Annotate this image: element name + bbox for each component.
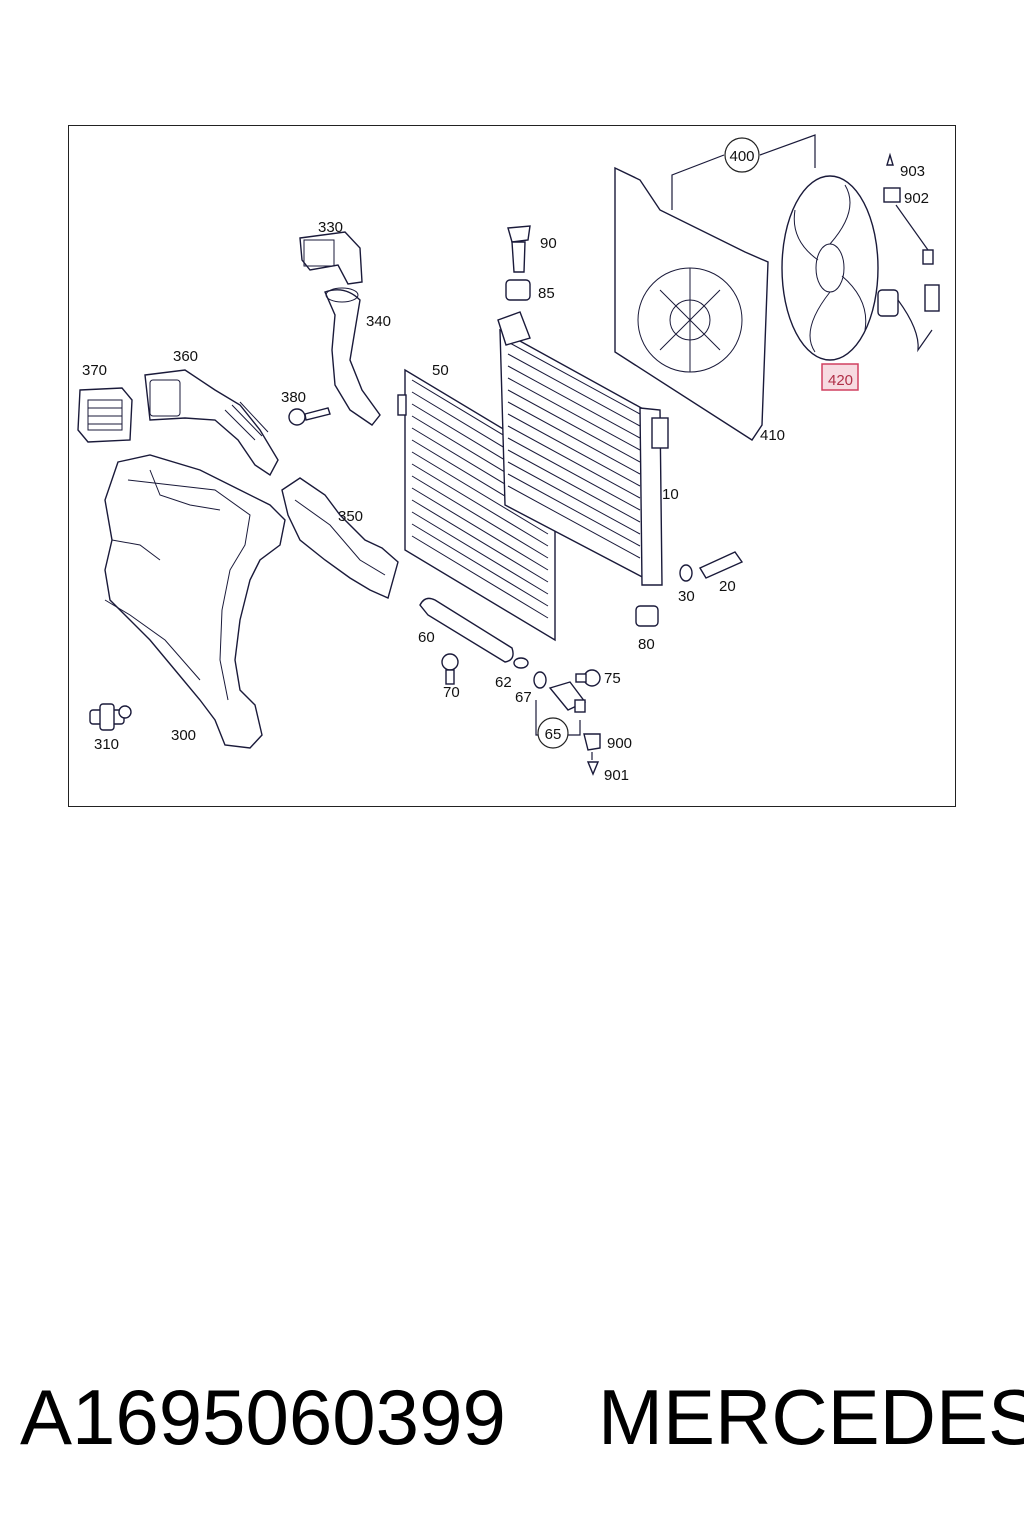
callout-70[interactable]: 70 (443, 684, 460, 701)
callout-340[interactable]: 340 (366, 313, 391, 330)
callout-360[interactable]: 360 (173, 348, 198, 365)
callout-75[interactable]: 75 (604, 670, 621, 687)
callout-330[interactable]: 330 (318, 219, 343, 236)
callout-65[interactable]: 65 (545, 726, 562, 743)
connector-900-part (583, 733, 601, 751)
callout-410[interactable]: 410 (760, 427, 785, 444)
callout-903[interactable]: 903 (900, 163, 925, 180)
pipe-340-part (324, 287, 381, 426)
callout-420[interactable]: 420 (828, 372, 853, 389)
cap-80-part (635, 605, 659, 627)
clip-90-part (507, 225, 531, 273)
bushing-85-part (505, 279, 531, 301)
callout-370[interactable]: 370 (82, 362, 107, 379)
callout-380[interactable]: 380 (281, 389, 306, 406)
highlight-box-420[interactable] (821, 363, 859, 391)
callout-80[interactable]: 80 (638, 636, 655, 653)
callout-20[interactable]: 20 (719, 578, 736, 595)
callout-circle-65 (537, 717, 569, 749)
callout-30[interactable]: 30 (678, 588, 695, 605)
dryer-60-part (419, 597, 514, 663)
callout-400[interactable]: 400 (729, 148, 754, 165)
duct-330-part (299, 231, 363, 285)
callout-900[interactable]: 900 (607, 735, 632, 752)
washer-30-part (679, 564, 693, 582)
screw-70-part (441, 653, 459, 685)
callout-50[interactable]: 50 (432, 362, 449, 379)
screw-380-part (288, 407, 331, 426)
screw-75-part (575, 669, 601, 687)
air-intake-360-part (144, 369, 279, 477)
callout-85[interactable]: 85 (538, 285, 555, 302)
pressure-switch-65-part (548, 681, 587, 713)
connector-901-part (586, 761, 600, 776)
bumper-carrier-part (104, 454, 286, 749)
fan-420-part (781, 175, 933, 361)
air-duct-370-part (77, 387, 133, 443)
callout-67[interactable]: 67 (515, 689, 532, 706)
callout-62[interactable]: 62 (495, 674, 512, 691)
callout-60[interactable]: 60 (418, 629, 435, 646)
callout-10[interactable]: 10 (662, 486, 679, 503)
part-number: A1695060399 (20, 1373, 506, 1461)
connector-902-903-part (883, 152, 940, 312)
callout-901[interactable]: 901 (604, 767, 629, 784)
clip-310-part (89, 703, 132, 731)
callout-circle-400 (724, 137, 760, 173)
callout-90[interactable]: 90 (540, 235, 557, 252)
callout-902[interactable]: 902 (904, 190, 929, 207)
callout-350[interactable]: 350 (338, 508, 363, 525)
duct-350-part (281, 477, 399, 599)
seal-62-part (513, 657, 529, 669)
brand-name: MERCEDES (598, 1373, 1024, 1461)
sensor-20-part (698, 551, 744, 579)
callout-310[interactable]: 310 (94, 736, 119, 753)
seal-67-part (533, 671, 547, 689)
fan-shroud-410-part (614, 166, 769, 441)
radiator-10-part (497, 311, 669, 586)
callout-300[interactable]: 300 (171, 727, 196, 744)
